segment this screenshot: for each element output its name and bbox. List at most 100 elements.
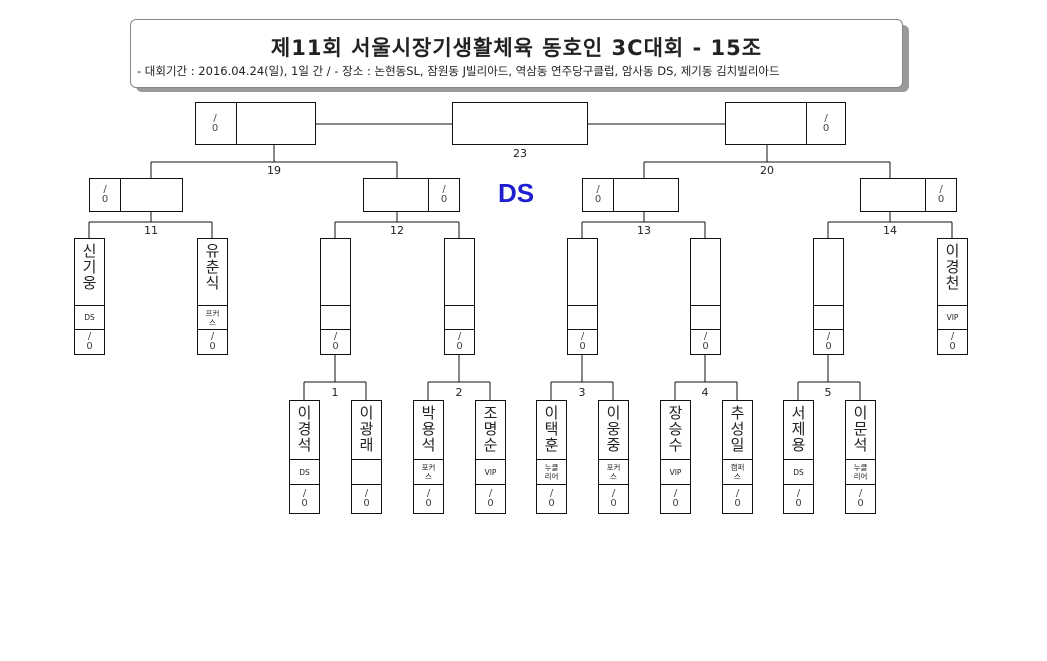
player-score-box <box>783 484 814 514</box>
player-club: DS <box>84 313 95 322</box>
qf-14-name-box <box>860 178 926 212</box>
score: / 0 <box>857 488 864 509</box>
match-label-2: 2 <box>455 386 463 399</box>
winner-slot-score-box <box>813 329 844 355</box>
player-name: 박 용 석 <box>421 404 436 454</box>
player-name: 이 택 훈 <box>544 404 559 454</box>
player-name: 조 명 순 <box>483 404 498 454</box>
match-label-23: 23 <box>513 147 527 160</box>
qf-13-score-box <box>582 178 614 212</box>
player-name: 신 기 웅 <box>82 242 97 292</box>
winner-slot-name <box>813 238 844 306</box>
score: / 0 <box>949 331 956 352</box>
score: / 0 <box>332 331 339 352</box>
player-score-box <box>413 484 444 514</box>
qf-12-name-box <box>363 178 429 212</box>
score: / 0 <box>86 331 93 352</box>
match-label-13: 13 <box>637 224 651 237</box>
score: / 0 <box>795 488 802 509</box>
player-club-box <box>845 459 876 485</box>
winner-slot-name <box>320 238 351 306</box>
player-name: 이 문 석 <box>853 404 868 454</box>
header-box: 제11회 서울시장기생활체육 동호인 3C대회 - 15조 - 대회기간 : 2… <box>130 19 903 88</box>
final-box <box>452 102 588 145</box>
match-label-5: 5 <box>824 386 832 399</box>
score: / 0 <box>456 331 463 352</box>
qf-14-score-box <box>925 178 957 212</box>
player-name-box <box>598 400 629 460</box>
score: / 0 <box>822 113 830 134</box>
player-name-box <box>475 400 506 460</box>
player-name: 서 제 용 <box>791 404 806 454</box>
player-name-box <box>722 400 753 460</box>
player-score-box <box>197 329 228 355</box>
score: / 0 <box>363 488 370 509</box>
match-label-19: 19 <box>267 164 281 177</box>
score: / 0 <box>594 184 602 205</box>
player-name-box <box>289 400 320 460</box>
player-score-box <box>845 484 876 514</box>
score: / 0 <box>579 331 586 352</box>
match-label-3: 3 <box>578 386 586 399</box>
event-info: - 대회기간 : 2016.04.24(일), 1일 간 / - 장소 : 논현… <box>137 64 780 78</box>
player-club: VIP <box>946 313 959 322</box>
player-club: 누클 리어 <box>544 463 559 481</box>
player-name: 장 승 수 <box>668 404 683 454</box>
player-club: 프커 스 <box>205 308 220 327</box>
score: / 0 <box>672 488 679 509</box>
player-score-box <box>722 484 753 514</box>
semifinal-right-score-box <box>806 102 846 145</box>
score: / 0 <box>440 184 448 205</box>
winner-slot-name <box>567 238 598 306</box>
player-name: 유 춘 식 <box>205 242 220 292</box>
player-score-box <box>351 484 382 514</box>
qf-13-name-box <box>613 178 679 212</box>
player-name-box <box>197 238 228 306</box>
score: / 0 <box>937 184 945 205</box>
match-label-14: 14 <box>883 224 897 237</box>
player-club-box <box>598 459 629 485</box>
match-label-12: 12 <box>390 224 404 237</box>
match-label-11: 11 <box>144 224 158 237</box>
player-club: VIP <box>669 467 682 477</box>
player-name: 이 경 석 <box>297 404 312 454</box>
semifinal-right-name-box <box>725 102 807 145</box>
winner-slot-score-box <box>320 329 351 355</box>
player-score-box <box>289 484 320 514</box>
winner-slot-club <box>813 305 844 330</box>
score: / 0 <box>548 488 555 509</box>
player-club-box <box>351 459 382 485</box>
winner-slot-score-box <box>444 329 475 355</box>
winner-slot-name <box>444 238 475 306</box>
player-club: DS <box>793 467 804 477</box>
player-club: VIP <box>484 467 497 477</box>
player-club-box <box>783 459 814 485</box>
semifinal-left-score-box <box>195 102 237 145</box>
winner-slot-score-box <box>567 329 598 355</box>
score: / 0 <box>610 488 617 509</box>
player-score-box <box>74 329 105 355</box>
player-score-box <box>598 484 629 514</box>
page-title: 제11회 서울시장기생활체육 동호인 3C대회 - 15조 <box>270 36 763 60</box>
qf-11-12-name-box <box>120 178 183 212</box>
player-name: 이 경 천 <box>945 242 960 292</box>
score: / 0 <box>425 488 432 509</box>
player-name-box <box>536 400 567 460</box>
winner-slot-club <box>567 305 598 330</box>
player-club-box <box>722 459 753 485</box>
player-name-box <box>783 400 814 460</box>
player-name: 추 성 일 <box>730 404 745 454</box>
player-score-box <box>536 484 567 514</box>
player-score-box <box>475 484 506 514</box>
player-club-box <box>937 305 968 330</box>
score: / 0 <box>301 488 308 509</box>
score: / 0 <box>825 331 832 352</box>
player-club: 캠퍼 스 <box>730 463 745 481</box>
match-label-4: 4 <box>701 386 709 399</box>
player-name: 이 웅 중 <box>606 404 621 454</box>
score: / 0 <box>211 113 219 134</box>
winner-slot-club <box>444 305 475 330</box>
player-name-box <box>351 400 382 460</box>
player-club-box <box>413 459 444 485</box>
